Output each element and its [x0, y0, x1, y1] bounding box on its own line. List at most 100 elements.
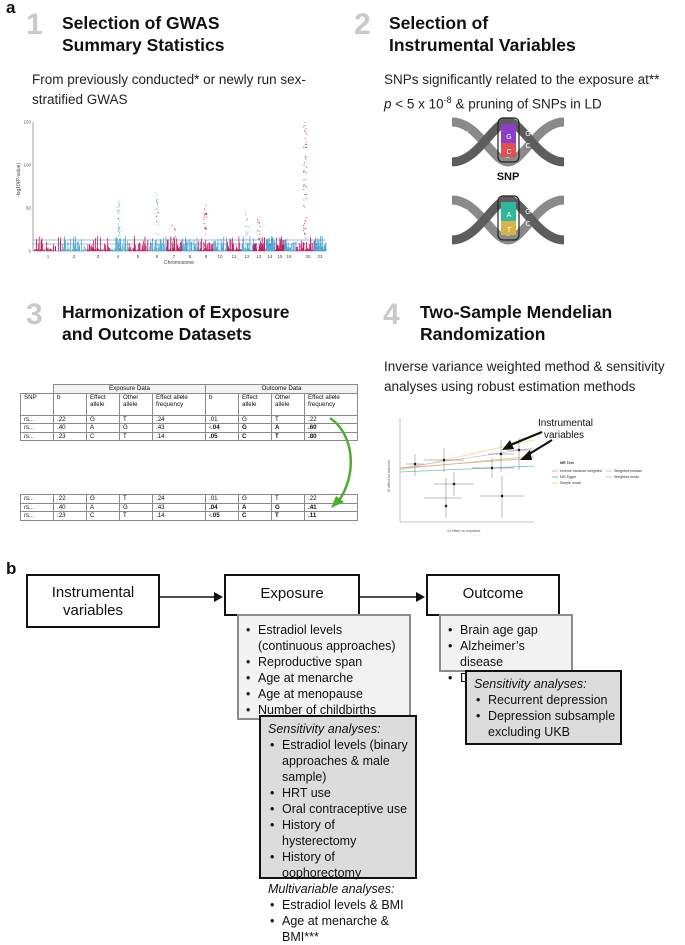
manhattan-point	[155, 223, 157, 225]
manhattan-point	[305, 156, 307, 158]
manhattan-point	[190, 247, 192, 251]
manhattan-point	[197, 248, 199, 251]
manhattan-point	[119, 250, 121, 252]
table-cell: rs...	[20, 431, 54, 442]
table-cell: T	[119, 431, 153, 442]
manhattan-point	[321, 236, 323, 251]
manhattan-point	[76, 248, 77, 251]
manhattan-point	[117, 210, 119, 212]
manhattan-point	[172, 241, 174, 243]
manhattan-point	[125, 236, 126, 251]
manhattan-point	[155, 240, 156, 251]
multivariable-list: Estradiol levels & BMIAge at menarche & …	[268, 897, 411, 945]
manhattan-point	[184, 247, 186, 251]
manhattan-point	[279, 237, 281, 251]
manhattan-point	[246, 217, 248, 219]
manhattan-point	[235, 250, 236, 251]
manhattan-point	[254, 246, 256, 251]
manhattan-point	[175, 250, 177, 251]
manhattan-point	[119, 238, 121, 251]
manhattan-point	[263, 249, 265, 251]
manhattan-point	[152, 238, 153, 251]
table-cell: G	[238, 494, 272, 504]
manhattan-point	[205, 248, 206, 251]
manhattan-point	[131, 249, 132, 251]
manhattan-point	[117, 207, 119, 209]
manhattan-point	[305, 217, 307, 218]
manhattan-point	[105, 249, 107, 251]
table-cell: T	[119, 511, 153, 521]
manhattan-point	[46, 241, 48, 251]
manhattan-point	[252, 249, 254, 251]
manhattan-point	[316, 247, 318, 251]
manhattan-point	[106, 250, 108, 251]
manhattan-point	[316, 249, 317, 251]
manhattan-point	[204, 247, 205, 251]
manhattan-point	[40, 240, 42, 251]
manhattan-point	[88, 249, 89, 251]
manhattan-point	[204, 208, 206, 210]
manhattan-x-tick: 16	[286, 254, 292, 259]
manhattan-point	[96, 247, 98, 251]
manhattan-point	[118, 249, 120, 250]
manhattan-point	[98, 248, 99, 251]
annotation-arrowhead-2	[502, 440, 514, 450]
manhattan-point	[142, 240, 144, 251]
manhattan-point	[277, 245, 279, 251]
dna-bottom-letter-7: A	[553, 211, 558, 218]
manhattan-point	[247, 245, 249, 247]
manhattan-point	[161, 245, 162, 251]
manhattan-point	[304, 147, 306, 148]
manhattan-point	[111, 249, 112, 251]
instrumental-annotation-line2: variables	[544, 430, 584, 441]
table-cell: C	[86, 431, 120, 442]
manhattan-point	[89, 245, 90, 251]
manhattan-point	[155, 240, 157, 242]
manhattan-point	[182, 245, 183, 251]
manhattan-point	[156, 249, 157, 250]
manhattan-point	[315, 244, 316, 251]
step-3-title-line2: and Outcome Datasets	[62, 324, 252, 344]
table-cell: .43	[152, 502, 206, 513]
manhattan-x-tick: 10	[217, 254, 223, 259]
step-4-desc-line1: Inverse variance weighted method & sensi…	[384, 359, 665, 374]
manhattan-x-tick: 3	[97, 254, 100, 259]
manhattan-point	[259, 249, 261, 251]
table-cell: .04	[205, 502, 239, 513]
manhattan-point	[151, 250, 153, 251]
manhattan-point	[246, 233, 248, 235]
manhattan-point	[118, 250, 120, 251]
manhattan-point	[103, 248, 105, 251]
col-out-b: b	[205, 392, 239, 416]
list-item: Age at menopause	[244, 686, 405, 702]
manhattan-point	[303, 164, 305, 166]
dna-bottom-letter-8: T	[553, 221, 558, 228]
manhattan-point	[252, 238, 254, 251]
manhattan-point	[118, 245, 120, 247]
manhattan-point	[145, 245, 147, 251]
manhattan-point	[210, 249, 212, 251]
manhattan-point	[271, 246, 273, 251]
col-exp-other-allele: Other allele	[119, 392, 153, 416]
manhattan-point	[303, 126, 305, 128]
manhattan-point	[207, 249, 209, 251]
manhattan-point	[272, 249, 273, 251]
manhattan-point	[155, 191, 157, 193]
manhattan-point	[168, 249, 169, 251]
manhattan-point	[242, 246, 244, 251]
manhattan-point	[304, 137, 306, 139]
manhattan-point	[286, 244, 287, 251]
manhattan-point	[109, 248, 110, 251]
manhattan-point	[319, 245, 321, 251]
manhattan-point	[83, 245, 85, 251]
manhattan-point	[117, 246, 119, 248]
manhattan-point	[211, 249, 213, 251]
harmonize-arrow-head	[331, 496, 344, 508]
manhattan-point	[119, 238, 121, 240]
manhattan-x-tick: 6	[156, 254, 159, 259]
manhattan-point	[162, 250, 164, 251]
manhattan-point	[288, 246, 290, 251]
